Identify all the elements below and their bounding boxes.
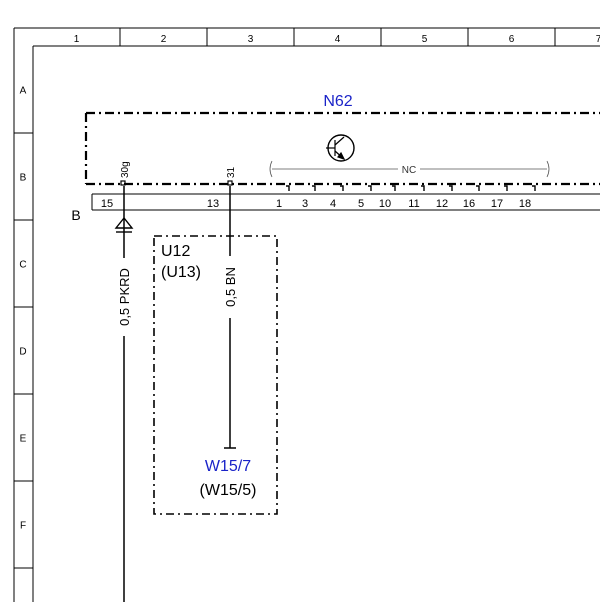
pin-tick bbox=[421, 185, 425, 191]
connector-pin-18: 18 bbox=[519, 198, 531, 210]
pin-tick bbox=[340, 185, 344, 191]
row-label: D bbox=[19, 347, 26, 358]
connector-pin-16: 16 bbox=[463, 198, 475, 210]
connector-pin-4: 4 bbox=[330, 198, 336, 210]
row-label: E bbox=[20, 434, 27, 445]
pin-tick bbox=[286, 185, 290, 191]
connector-pin-ticks bbox=[286, 185, 536, 191]
sub-assembly-box bbox=[153, 235, 278, 515]
connector-pin-5: 5 bbox=[358, 198, 364, 210]
row-label: C bbox=[19, 260, 26, 271]
row-label: A bbox=[20, 86, 27, 97]
pin-tick bbox=[392, 185, 396, 191]
transistor-icon bbox=[326, 134, 355, 162]
column-label: 7 bbox=[596, 34, 600, 45]
pin-tick bbox=[368, 185, 372, 191]
drawing-frame bbox=[13, 27, 600, 602]
right-wire bbox=[224, 186, 236, 449]
connector-strip bbox=[91, 193, 600, 211]
column-label: 4 bbox=[335, 34, 341, 45]
pin-tick bbox=[312, 185, 316, 191]
row-label: B bbox=[20, 173, 27, 184]
column-label: 2 bbox=[161, 34, 167, 45]
left-wire-label: 0,5 PKRD bbox=[117, 268, 132, 326]
pin-tags bbox=[120, 180, 233, 186]
nc-bracket bbox=[269, 160, 550, 178]
connector-pin-15: 15 bbox=[101, 198, 113, 210]
column-label: 3 bbox=[248, 34, 254, 45]
pin-tick bbox=[449, 185, 453, 191]
connector-pin-3: 3 bbox=[302, 198, 308, 210]
connector-pin-12: 12 bbox=[436, 198, 448, 210]
connector-pin-1: 1 bbox=[276, 198, 282, 210]
column-labels: 1 2 3 4 5 6 7 bbox=[74, 34, 600, 45]
pin-31-label: 31 bbox=[226, 166, 237, 178]
column-dividers bbox=[119, 28, 556, 46]
column-label: 1 bbox=[74, 34, 80, 45]
connector-pin-10: 10 bbox=[379, 198, 391, 210]
right-wire-label: 0,5 BN bbox=[223, 267, 238, 307]
pin-30g-label: 30g bbox=[120, 161, 131, 178]
column-label: 6 bbox=[509, 34, 515, 45]
module-n62-box bbox=[84, 111, 600, 186]
pin-tick bbox=[532, 185, 536, 191]
left-wire-arrow-icon bbox=[114, 216, 134, 233]
ground-name: W15/7 bbox=[205, 458, 251, 475]
pin-tick bbox=[504, 185, 508, 191]
nc-label: NC bbox=[402, 165, 416, 176]
sub-assembly-name: U12 bbox=[161, 243, 190, 260]
connector-pin-13: 13 bbox=[207, 198, 219, 210]
module-name: N62 bbox=[323, 93, 352, 110]
pin-tick bbox=[476, 185, 480, 191]
ground-alt-name: (W15/5) bbox=[200, 482, 257, 499]
column-label: 5 bbox=[422, 34, 428, 45]
sub-assembly-alt-name: (U13) bbox=[161, 264, 201, 281]
connector-pin-11: 11 bbox=[408, 198, 419, 210]
connector-pin-17: 17 bbox=[491, 198, 503, 210]
row-dividers bbox=[14, 132, 33, 569]
connector-label: B bbox=[71, 207, 80, 223]
row-labels: A B C D E F bbox=[19, 86, 26, 532]
row-label: F bbox=[20, 521, 26, 532]
